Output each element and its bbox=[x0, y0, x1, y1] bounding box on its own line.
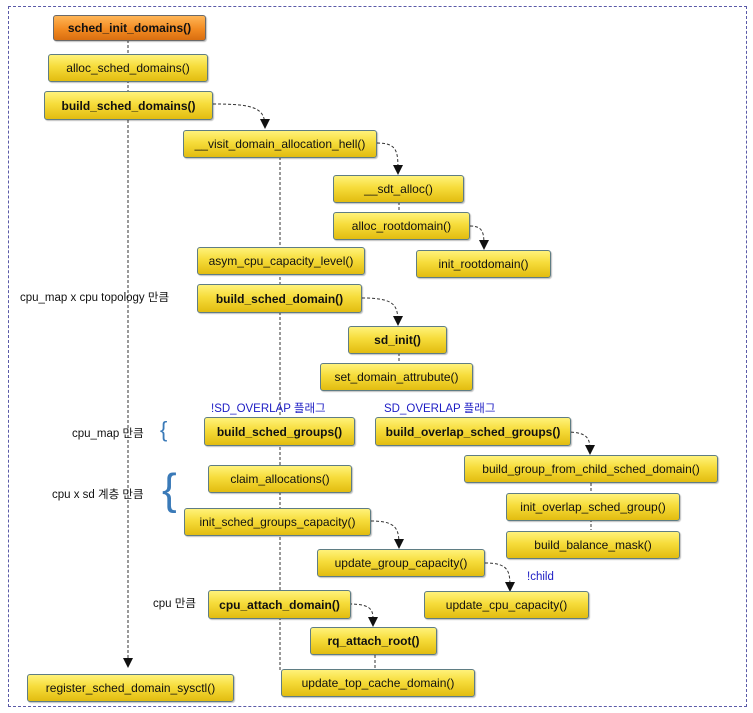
sd-init-node: sd_init() bbox=[348, 326, 447, 354]
build-sched-domains-node: build_sched_domains() bbox=[44, 91, 213, 120]
diagram-frame bbox=[8, 6, 747, 707]
cpu-map-brace-icon: { bbox=[160, 417, 168, 442]
rq-attach-root-node: rq_attach_root() bbox=[310, 627, 437, 655]
sdt-alloc-node: __sdt_alloc() bbox=[333, 175, 464, 203]
update-group-capacity-node: update_group_capacity() bbox=[317, 549, 485, 577]
note-sd-overlap-not: !SD_OVERLAP 플래그 bbox=[211, 403, 326, 415]
visit-domain-allocation-hell-node: __visit_domain_allocation_hell() bbox=[183, 130, 377, 158]
set-domain-attrubute-node: set_domain_attrubute() bbox=[320, 363, 473, 391]
build-overlap-sched-groups-node: build_overlap_sched_groups() bbox=[375, 417, 571, 446]
init-overlap-sched-group-node: init_overlap_sched_group() bbox=[506, 493, 680, 521]
asym-cpu-capacity-level-node: asym_cpu_capacity_level() bbox=[197, 247, 365, 275]
note-sd-overlap: SD_OVERLAP 플래그 bbox=[384, 403, 496, 415]
note-cpu: cpu 만큼 bbox=[153, 598, 196, 610]
build-group-from-child-sched-domain-node: build_group_from_child_sched_domain() bbox=[464, 455, 718, 483]
init-rootdomain-node: init_rootdomain() bbox=[416, 250, 551, 278]
register-sched-domain-sysctl-node: register_sched_domain_sysctl() bbox=[27, 674, 234, 702]
update-cpu-capacity-node: update_cpu_capacity() bbox=[424, 591, 589, 619]
init-sched-groups-capacity-node: init_sched_groups_capacity() bbox=[184, 508, 371, 536]
alloc-rootdomain-node: alloc_rootdomain() bbox=[333, 212, 470, 240]
note-cpu-sd-level: cpu x sd 계층 만큼 bbox=[52, 489, 144, 501]
note-cpu-map: cpu_map 만큼 bbox=[72, 428, 144, 440]
build-sched-domain-node: build_sched_domain() bbox=[197, 284, 362, 313]
claim-allocations-node: claim_allocations() bbox=[208, 465, 352, 493]
sched-init-domains-node: sched_init_domains() bbox=[53, 15, 206, 41]
note-cpu-map-topology: cpu_map x cpu topology 만큼 bbox=[20, 292, 170, 304]
cpu-attach-domain-node: cpu_attach_domain() bbox=[208, 590, 351, 619]
cpu-sd-level-brace-icon: { bbox=[162, 465, 177, 514]
build-sched-groups-node: build_sched_groups() bbox=[204, 417, 355, 446]
note-child: !child bbox=[527, 571, 554, 583]
alloc-sched-domains-node: alloc_sched_domains() bbox=[48, 54, 208, 82]
build-balance-mask-node: build_balance_mask() bbox=[506, 531, 680, 559]
update-top-cache-domain-node: update_top_cache_domain() bbox=[281, 669, 475, 697]
